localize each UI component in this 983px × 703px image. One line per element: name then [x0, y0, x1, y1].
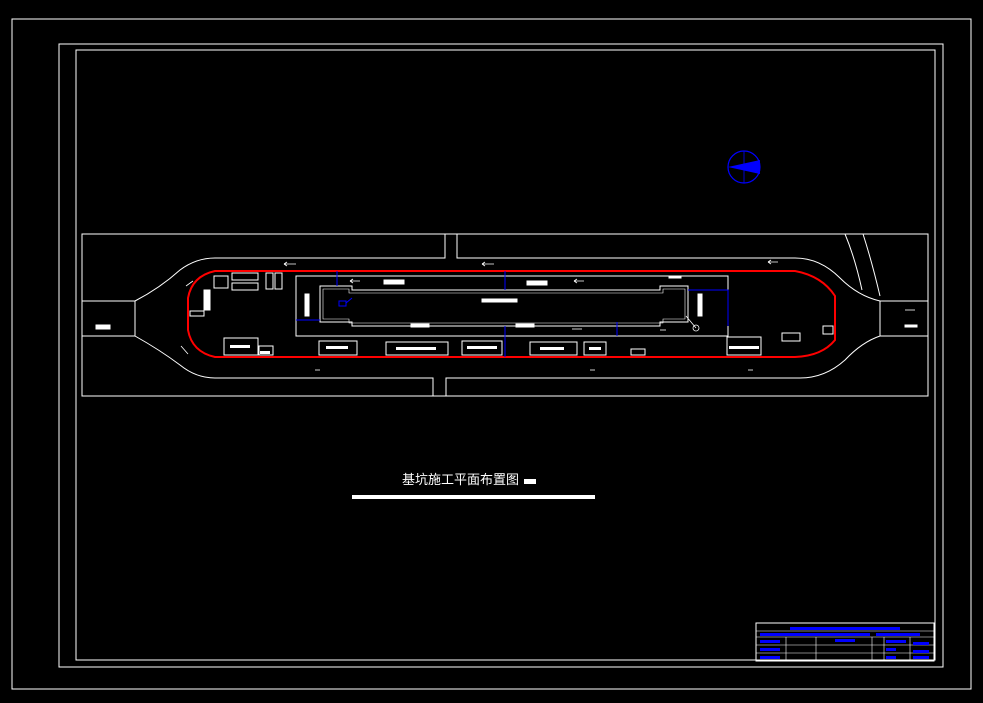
construction-fence	[187, 270, 836, 358]
crane-icon	[685, 315, 700, 332]
site-buildings	[189, 272, 834, 356]
foundation-pit	[319, 285, 689, 327]
title-block	[755, 622, 935, 662]
left-arrow-icon	[180, 259, 915, 371]
road-lines	[82, 233, 928, 396]
building-labels	[230, 345, 759, 354]
scale-marker	[524, 479, 536, 484]
title-underline	[352, 495, 595, 499]
pit-outer-area	[295, 275, 729, 337]
outer-sheet-border	[11, 18, 972, 690]
site-facilities	[95, 275, 918, 330]
site-boundary	[81, 233, 929, 397]
drawing-title: 基坑施工平面布置图	[402, 473, 519, 488]
foundation-pit-inner	[322, 288, 686, 324]
north-arrow-icon	[727, 150, 761, 184]
pipe-lines	[296, 271, 729, 357]
inner-sheet-border	[58, 43, 944, 668]
drawing-frame	[75, 49, 936, 661]
